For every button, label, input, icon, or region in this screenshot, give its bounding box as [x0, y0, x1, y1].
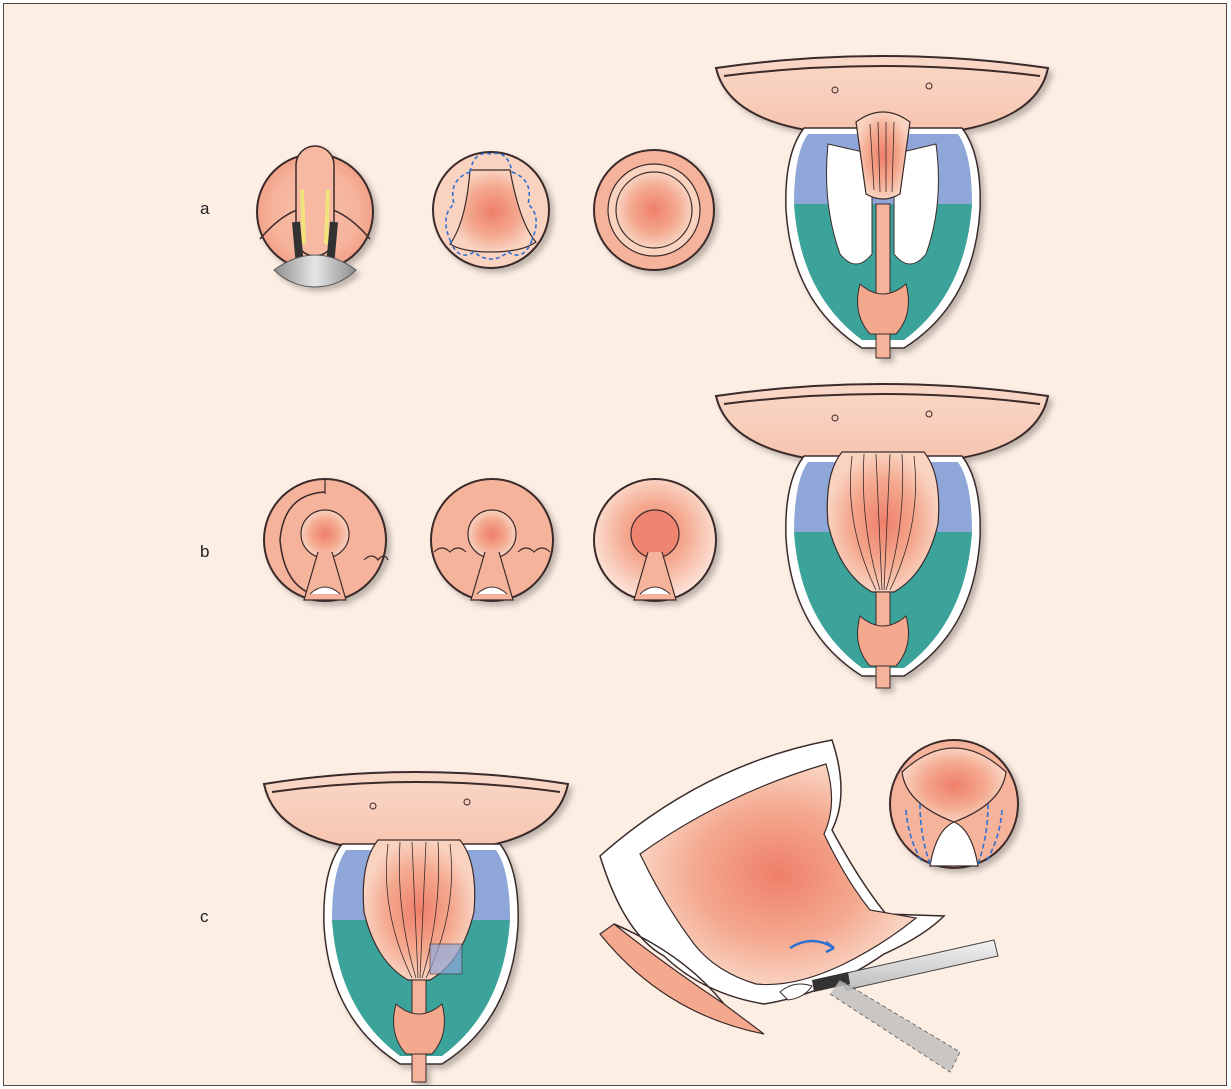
endoscopic-view-incision-both-icon [431, 479, 553, 601]
panel-label-a: a [200, 199, 210, 218]
figure-canvas: a [4, 4, 1227, 1086]
endoscopic-view-apex-dashed-lines-icon [890, 740, 1018, 868]
endoscopic-view-smoothed-icon [594, 479, 716, 601]
endoscopic-view-dashed-resection-outline-icon [433, 152, 549, 268]
endoscopic-view-incision-left-icon [264, 479, 388, 601]
panel-label-c: c [200, 907, 209, 926]
endoscopic-view-concentric-rings-icon [594, 150, 714, 270]
panel-label-b: b [200, 542, 209, 561]
figure-frame: a [3, 3, 1227, 1086]
